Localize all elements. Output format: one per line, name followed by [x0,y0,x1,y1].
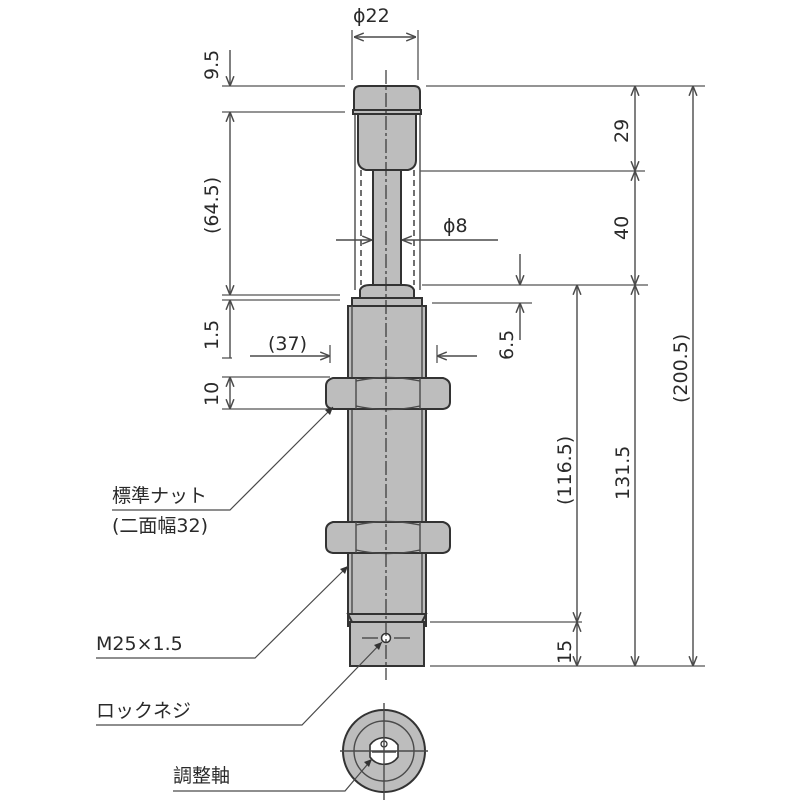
threaded-body [347,305,427,627]
svg-text:標準ナット: 標準ナット [112,485,207,507]
stopper-cap [353,85,421,113]
label-thread: M25×1.5 [96,565,349,659]
dim-overall: (200.5) [670,86,693,666]
label-lock-screw: ロックネジ [96,641,383,726]
dim-top-40: 40 [611,171,635,285]
cap-diameter-label: ϕ22 [353,5,390,27]
piston-rod [372,169,402,289]
svg-text:6.5: 6.5 [496,330,518,360]
svg-text:(64.5): (64.5) [201,177,223,234]
dim-cap-diameter: ϕ22 [351,5,419,80]
dim-step: 6.5 [496,254,520,360]
dim-top-29: 29 [611,86,635,171]
dim-nut-clearance: (37) [250,333,477,363]
svg-text:9.5: 9.5 [201,50,223,80]
svg-text:(37): (37) [268,333,307,355]
svg-text:40: 40 [611,216,633,240]
svg-text:29: 29 [611,119,633,143]
svg-text:1.5: 1.5 [201,320,223,350]
svg-text:15: 15 [554,640,576,664]
dim-rod-diameter: ϕ8 [336,215,498,240]
dim-stroke-ref: (64.5) [201,112,230,295]
svg-text:ϕ8: ϕ8 [443,215,468,237]
svg-text:10: 10 [201,382,223,406]
svg-text:ロックネジ: ロックネジ [96,700,191,722]
svg-text:(200.5): (200.5) [670,334,692,403]
svg-text:M25×1.5: M25×1.5 [96,633,183,655]
label-adjust-shaft: 調整軸 [173,758,373,792]
dim-gap: 1.5 [201,300,230,358]
svg-text:(116.5): (116.5) [554,436,576,505]
dim-cap-height: 9.5 [201,50,230,86]
lower-hex-nut [325,520,451,555]
adjustment-end [349,621,425,667]
svg-text:(二面幅32): (二面幅32) [112,515,208,537]
svg-text:131.5: 131.5 [612,446,634,500]
dim-nut-height: 10 [201,377,230,409]
dim-bottom-15: 15 [554,622,577,666]
label-standard-nut: 標準ナット (二面幅32) [112,406,334,537]
dim-body-131-5: 131.5 [612,285,635,666]
dim-body-116-5: (116.5) [554,285,577,622]
upper-hex-nut [325,376,451,411]
end-view [340,703,428,800]
shock-absorber-side-view [325,70,451,680]
svg-text:調整軸: 調整軸 [173,765,230,787]
